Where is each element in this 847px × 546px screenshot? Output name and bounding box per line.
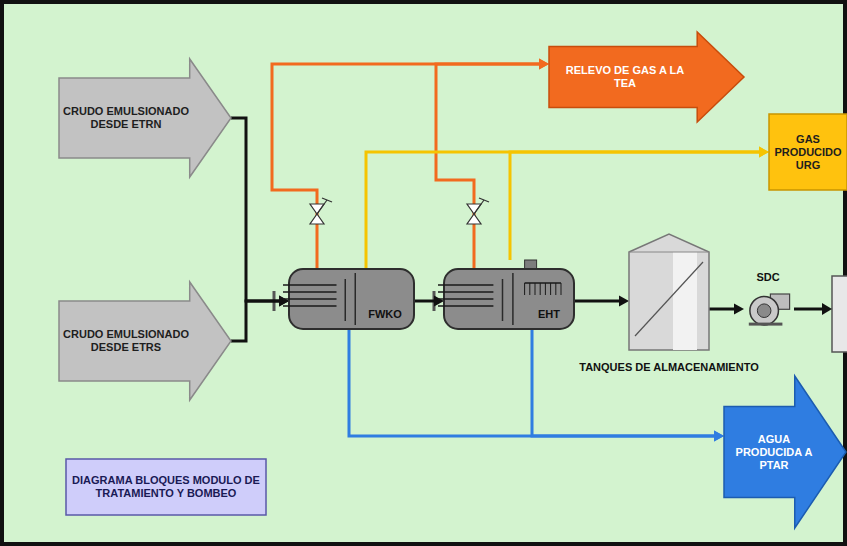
water-output-arrow: AGUA PRODUCIDA A PTAR [724, 376, 846, 528]
title-box: DIAGRAMA BLOQUES MODULO DE TRATAMIENTO Y… [66, 459, 266, 515]
source-arrow: CRUDO EMULSIONADO DESDE ETRN [59, 59, 231, 177]
fwko-vessel-outline [289, 269, 414, 329]
label-holder: DIAGRAMA BLOQUES MODULO DE TRATAMIENTO Y… [70, 463, 262, 511]
label-holder: AGUA PRODUCIDA A PTAR [726, 416, 822, 488]
arrowhead [714, 431, 724, 442]
label-holder: SDC [738, 268, 798, 286]
arrowhead [734, 304, 744, 315]
node-label: CRUDO EMULSIONADO DESDE ETRS [63, 328, 189, 354]
pump: SDC [744, 292, 792, 326]
label-holder: CRUDO EMULSIONADO DESDE ETRS [63, 300, 189, 382]
cut-off-box [832, 276, 847, 352]
node-label: DIAGRAMA BLOQUES MODULO DE TRATAMIENTO Y… [70, 474, 262, 500]
label-holder: RELEVO DE GAS A LA TEA [555, 46, 695, 108]
eht-vessel: EHT [444, 269, 574, 329]
discharge-arrowhead [822, 303, 832, 315]
arrowhead [714, 431, 724, 442]
node-label: CRUDO EMULSIONADO DESDE ETRN [63, 105, 189, 131]
arrowhead [434, 296, 444, 307]
arrowhead [539, 59, 549, 70]
source-arrow: CRUDO EMULSIONADO DESDE ETRS [59, 282, 231, 400]
flow-line [709, 308, 736, 311]
node-label: EHT [538, 308, 560, 321]
relief-valve [310, 198, 332, 224]
node-label: GAS PRODUCIDO URG [771, 133, 845, 172]
flare-arrow-outline [549, 32, 744, 122]
arrowhead [759, 147, 769, 158]
arrowhead [279, 296, 289, 307]
flare-arrow: RELEVO DE GAS A LA TEA [549, 32, 744, 122]
discharge-line [794, 308, 824, 311]
arrowhead [539, 59, 549, 70]
node-label: SDC [756, 271, 779, 284]
flow-line [231, 301, 281, 341]
arrowhead [279, 296, 289, 307]
flow-line [510, 152, 761, 260]
flow-line [272, 64, 541, 269]
node-label: TANQUES DE ALMACENAMIENTO [579, 361, 758, 374]
flow-line [414, 300, 436, 303]
eht-vessel-outline [444, 269, 574, 329]
label-holder: GAS PRODUCIDO URG [771, 116, 845, 188]
label-holder: EHT [528, 305, 570, 323]
label-holder: CRUDO EMULSIONADO DESDE ETRN [63, 77, 189, 159]
label-holder: TANQUES DE ALMACENAMIENTO [554, 358, 784, 376]
arrowhead [759, 147, 769, 158]
arrowhead [619, 296, 629, 307]
flow-line [574, 300, 621, 303]
storage-tank: TANQUES DE ALMACENAMIENTO [629, 232, 709, 350]
relief-valve [467, 198, 489, 224]
label-holder: FWKO [361, 305, 409, 323]
node-label: AGUA PRODUCIDA A PTAR [726, 433, 822, 472]
gas-output-box: GAS PRODUCIDO URG [769, 114, 847, 190]
pump-outline [744, 292, 792, 326]
flow-line [436, 64, 541, 269]
node-label: FWKO [368, 308, 402, 321]
node-label: RELEVO DE GAS A LA TEA [555, 64, 695, 90]
storage-tank-outline [629, 232, 709, 350]
fwko-vessel: FWKO [289, 269, 414, 329]
